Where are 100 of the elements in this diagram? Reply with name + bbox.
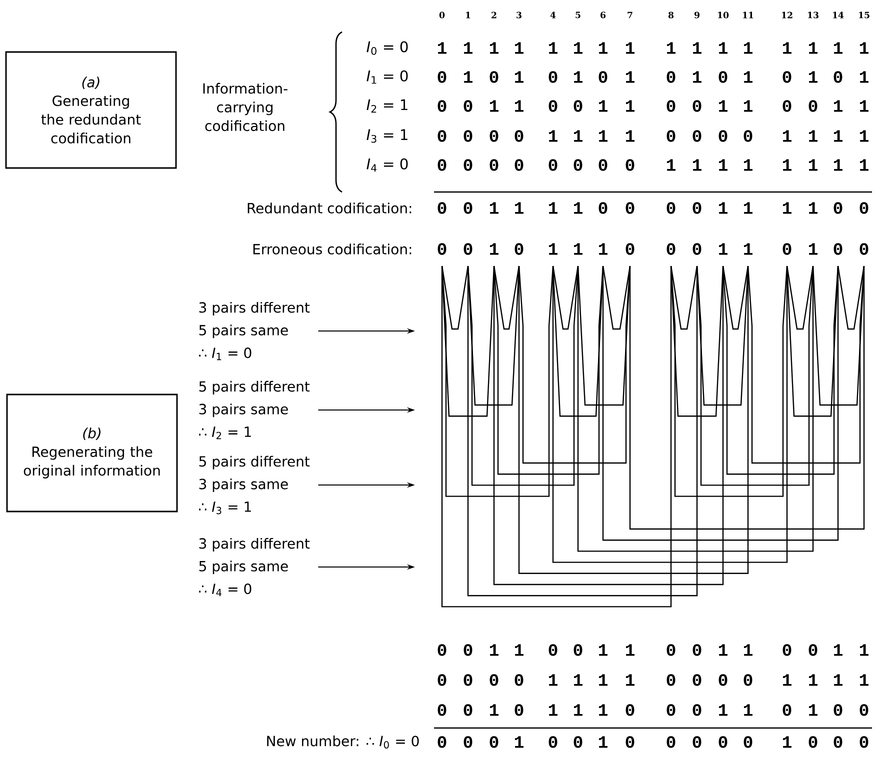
- digit: 0: [548, 71, 558, 83]
- digit: 0: [438, 159, 446, 171]
- digit: 1: [860, 42, 868, 54]
- digit: 0: [666, 202, 676, 214]
- digit: 0: [438, 243, 446, 255]
- digit: 0: [782, 243, 792, 255]
- digit: 1: [782, 159, 792, 171]
- digit: 0: [438, 71, 446, 83]
- rule-text: 5 pairs different 3 pairs same ∴ I$_{2}$ = 1: [199, 380, 310, 440]
- digit: 0: [692, 243, 702, 255]
- digit: 0: [808, 100, 818, 112]
- digit: 0: [808, 736, 818, 748]
- digit: 1: [744, 243, 752, 255]
- digit: 0: [692, 202, 702, 214]
- digit: 0: [464, 100, 472, 112]
- digit: 1: [548, 674, 558, 686]
- digit: 0: [548, 100, 558, 112]
- digit: 0: [834, 736, 842, 748]
- digit: 1: [718, 42, 728, 54]
- digit: 1: [718, 704, 728, 716]
- digit: 1: [860, 130, 868, 142]
- label-box: (a) Generating the redundant codification: [5, 51, 177, 169]
- digit: 0: [718, 71, 728, 83]
- digit: 0: [598, 202, 608, 214]
- digit: 0: [548, 736, 558, 748]
- digit: 0: [438, 100, 446, 112]
- digit: 0: [464, 159, 472, 171]
- digit: 1: [782, 674, 792, 686]
- column-number: 2: [492, 12, 496, 18]
- digit: 0: [692, 704, 702, 716]
- digit: 0: [514, 130, 524, 142]
- digit: 0: [598, 71, 608, 83]
- digit: 0: [860, 243, 868, 255]
- digit: 0: [514, 704, 524, 716]
- digit: 0: [782, 644, 792, 656]
- digit: 0: [718, 736, 728, 748]
- digit: 1: [514, 736, 524, 748]
- digit: 1: [464, 71, 472, 83]
- digit: 0: [744, 736, 752, 748]
- digit: 1: [808, 674, 818, 686]
- digit: 0: [692, 674, 702, 686]
- digit: 0: [692, 644, 702, 656]
- digit: 0: [464, 736, 472, 748]
- digit: 1: [598, 243, 608, 255]
- digit: 0: [718, 674, 728, 686]
- digit: 0: [574, 159, 582, 171]
- digit: 1: [626, 71, 634, 83]
- digit: 1: [860, 100, 868, 112]
- rule-text: 5 pairs different 3 pairs same ∴ I$_{3}$ = 1: [199, 456, 310, 514]
- digit: 0: [626, 243, 634, 255]
- digit: 0: [834, 71, 842, 83]
- digit: 0: [860, 736, 868, 748]
- digit: 1: [626, 644, 634, 656]
- digit: 1: [464, 42, 472, 54]
- digit: 1: [718, 159, 728, 171]
- digit: 0: [490, 130, 498, 142]
- digit: 1: [718, 100, 728, 112]
- digit: 1: [598, 644, 608, 656]
- digit: 1: [860, 71, 868, 83]
- digit: 1: [808, 42, 818, 54]
- digit: 1: [666, 42, 676, 54]
- column-number: 14: [833, 12, 844, 18]
- digit: 1: [490, 704, 498, 716]
- digit: 1: [860, 644, 868, 656]
- digit: 1: [574, 243, 582, 255]
- digit: 0: [860, 202, 868, 214]
- digit: 1: [666, 159, 676, 171]
- digit: 1: [574, 130, 582, 142]
- digit: 0: [626, 704, 634, 716]
- digit: 1: [744, 71, 752, 83]
- digit: 1: [718, 243, 728, 255]
- digit: 1: [808, 159, 818, 171]
- digit: 1: [808, 71, 818, 83]
- digit: 0: [782, 704, 792, 716]
- digit: 0: [464, 243, 472, 255]
- digit: 1: [744, 202, 752, 214]
- digit: 0: [666, 71, 676, 83]
- digit: 0: [490, 159, 498, 171]
- digit: 1: [782, 130, 792, 142]
- digit: 1: [574, 202, 582, 214]
- row-label: Information-carrying codification: [203, 82, 288, 132]
- digit: 1: [598, 100, 608, 112]
- digit: 0: [548, 644, 558, 656]
- digit: 1: [808, 202, 818, 214]
- column-number: 9: [694, 12, 700, 18]
- digit: 0: [666, 100, 676, 112]
- digit: 0: [464, 704, 472, 716]
- column-number: 3: [516, 12, 522, 18]
- digit: 0: [438, 736, 446, 748]
- digit: 0: [438, 202, 446, 214]
- digit: 0: [834, 704, 842, 716]
- digit: 1: [574, 704, 582, 716]
- digit: 1: [490, 243, 498, 255]
- digit: 0: [464, 130, 472, 142]
- column-number: 8: [668, 12, 674, 18]
- digit: 1: [598, 130, 608, 142]
- digit: 1: [744, 644, 752, 656]
- column-number: 7: [628, 12, 632, 18]
- digit: 0: [744, 130, 752, 142]
- row-label: Redundant codification:: [248, 202, 412, 214]
